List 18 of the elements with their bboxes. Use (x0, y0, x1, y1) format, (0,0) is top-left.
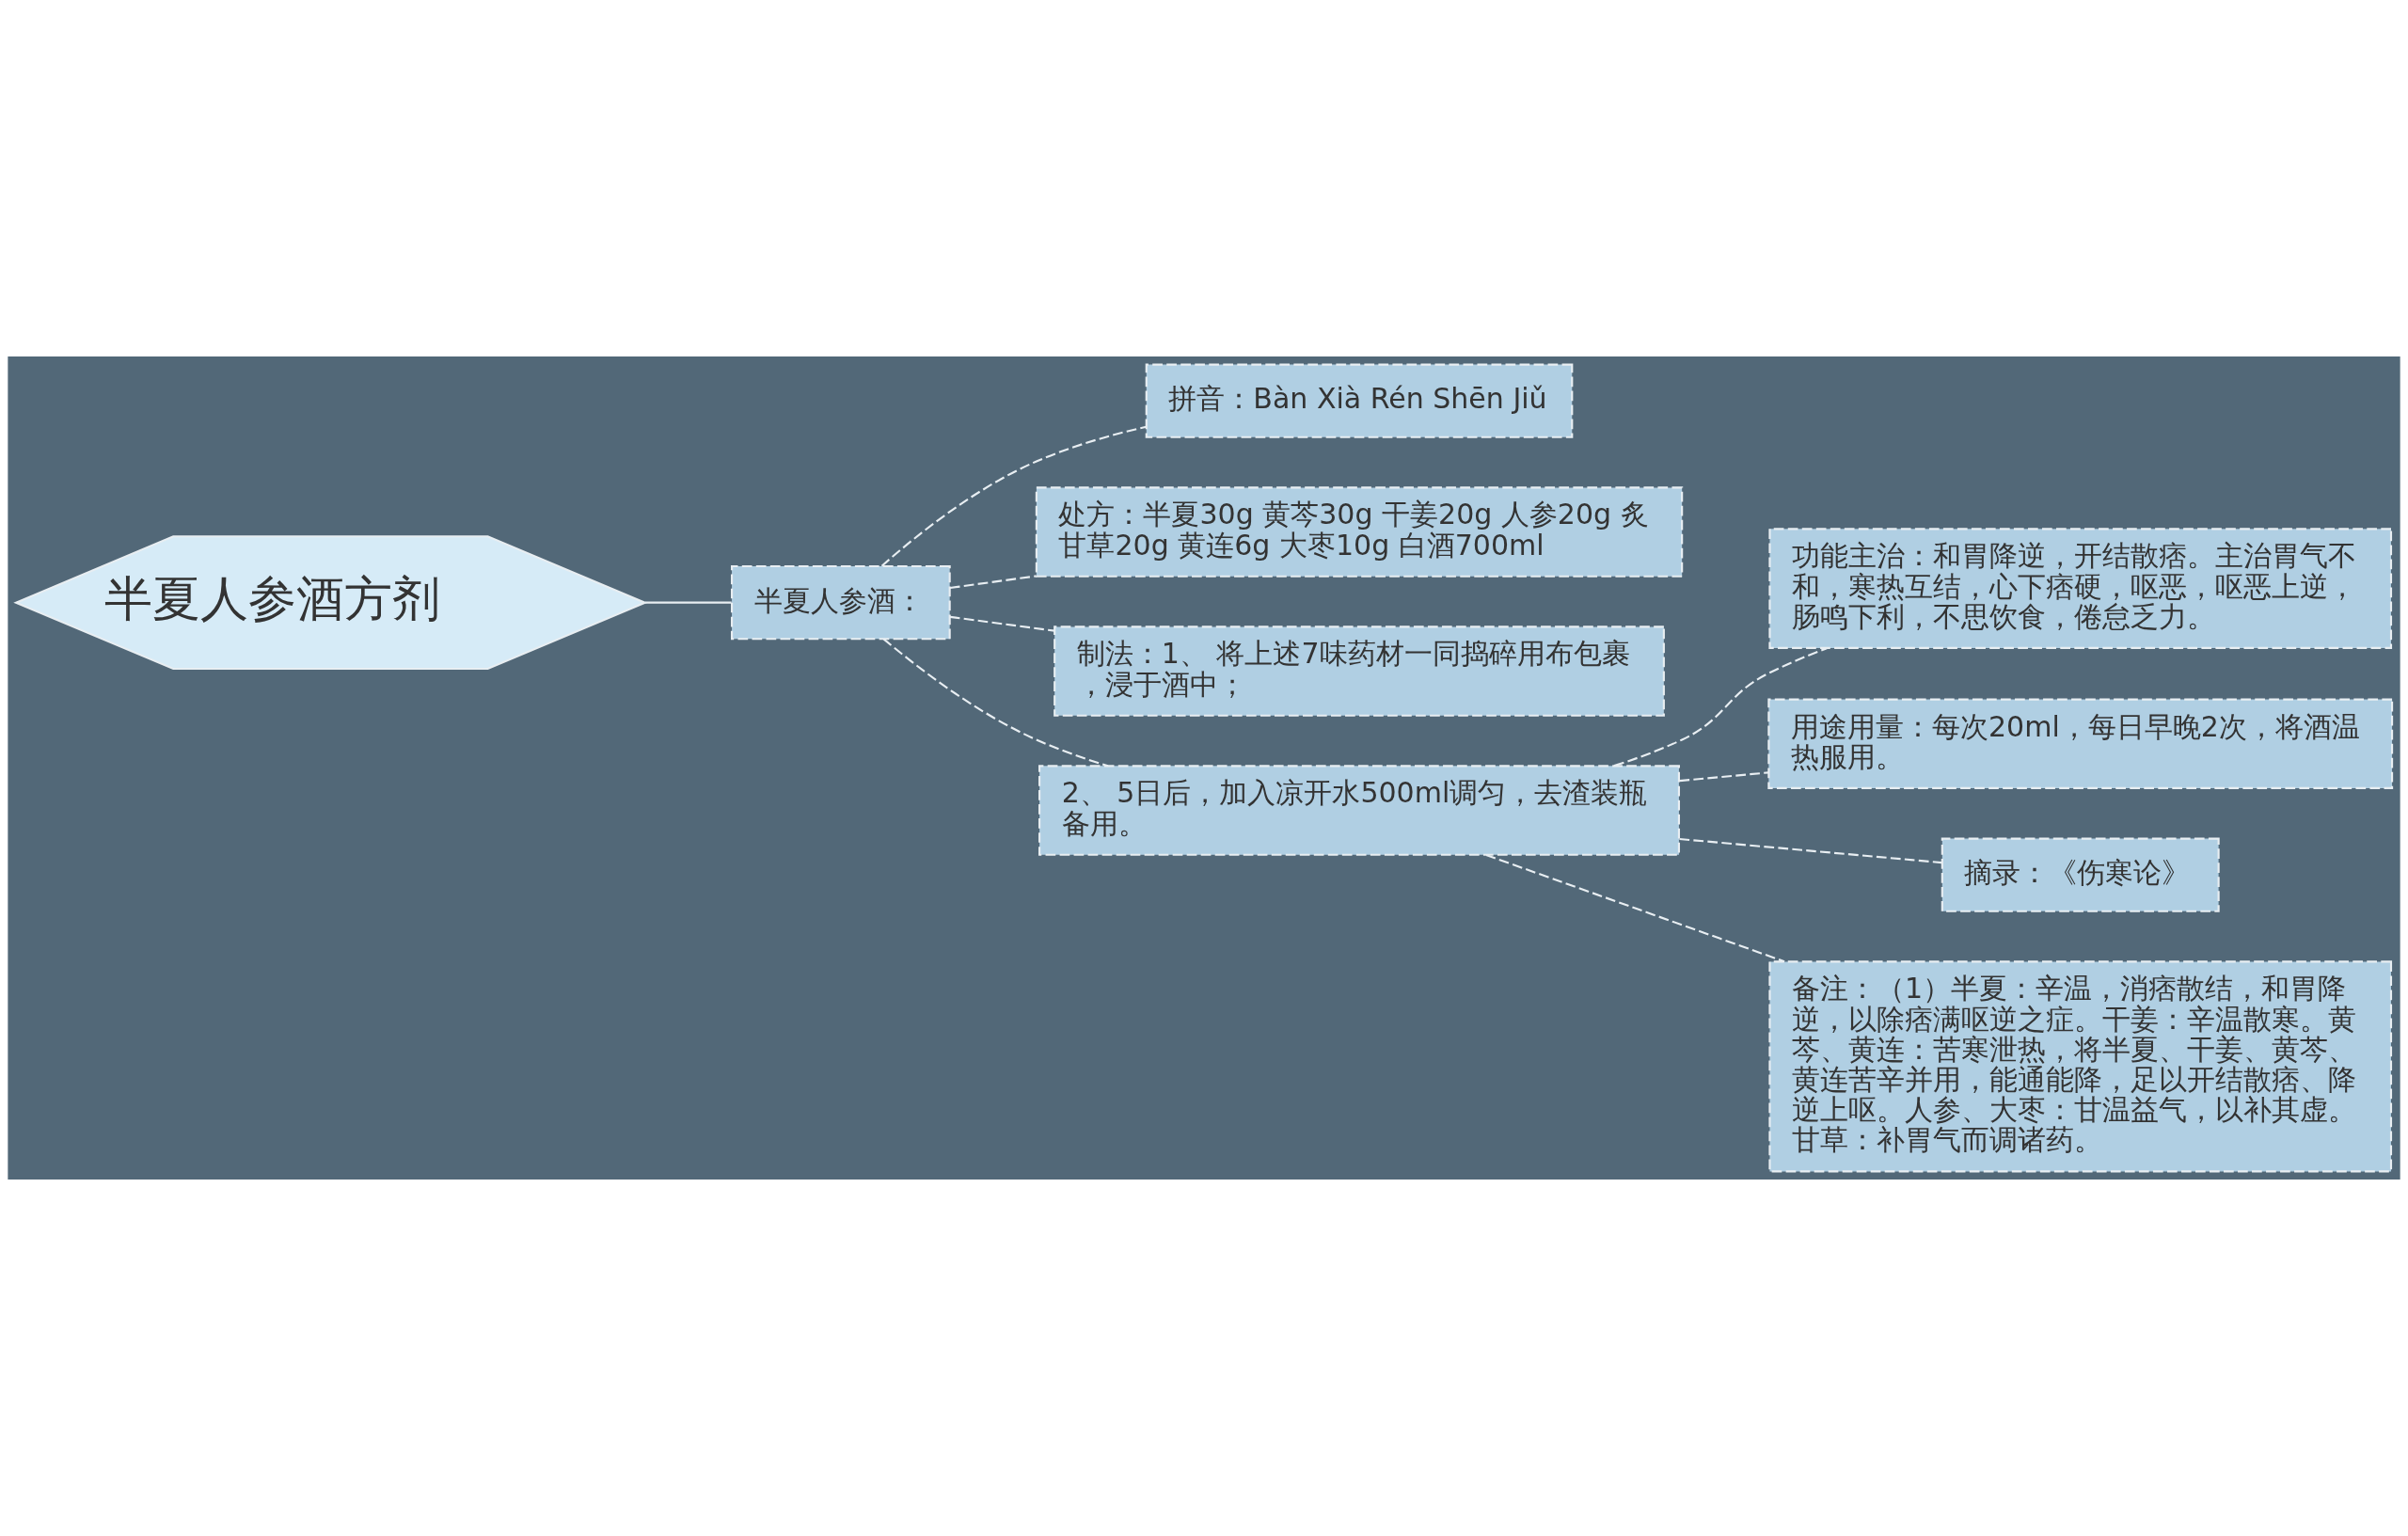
connector (1485, 853, 1785, 963)
connector (1679, 771, 1769, 783)
node-box: 功能主治：和胃降逆，开结散痞。主治胃气不和，寒热互结，心下痞硬，呕恶，呕恶上逆，肠鸣下利，不思饮食，倦怠乏力。 (1768, 528, 2393, 649)
connector (1613, 647, 1828, 768)
node-box: 制法：1、 将上述7味药材一同捣碎用布包裹，浸于酒中； (1054, 625, 1665, 717)
node-box: 摘录：《伤寒论》 (1941, 837, 2220, 912)
connector (949, 575, 1037, 590)
connector (880, 425, 1147, 567)
node-box: 拼音：Bàn Xià Rén Shēn Jiǔ (1145, 363, 1574, 438)
connector (949, 615, 1055, 632)
connector (644, 601, 732, 604)
node-box: 备注：（1）半夏：辛温，消痞散结，和胃降逆，以除痞满呕逆之症。干姜：辛温散寒。黄芩、黄连：苦寒泄热，将半夏、干姜、黄芩、黄连苦辛并用，能通能降，足以开结散痞、降逆上呕。人参、大枣：甘温益气，以补其虚。甘草：补胃气而调诸药。 (1768, 960, 2393, 1173)
node-box: 半夏人参酒： (730, 564, 951, 641)
connector (1679, 837, 1942, 864)
connector (882, 638, 1109, 768)
node-box: 处方：半夏30g 黄芩30g 干姜20g 人参20g 炙甘草20g 黄连6g 大枣10g 白酒700ml (1035, 486, 1684, 578)
node-box: 用途用量：每次20ml，每日早晚2次，将酒温热服用。 (1767, 698, 2394, 790)
node-box: 2、 5日后，加入凉开水500ml调匀，去渣装瓶备用。 (1038, 765, 1680, 856)
